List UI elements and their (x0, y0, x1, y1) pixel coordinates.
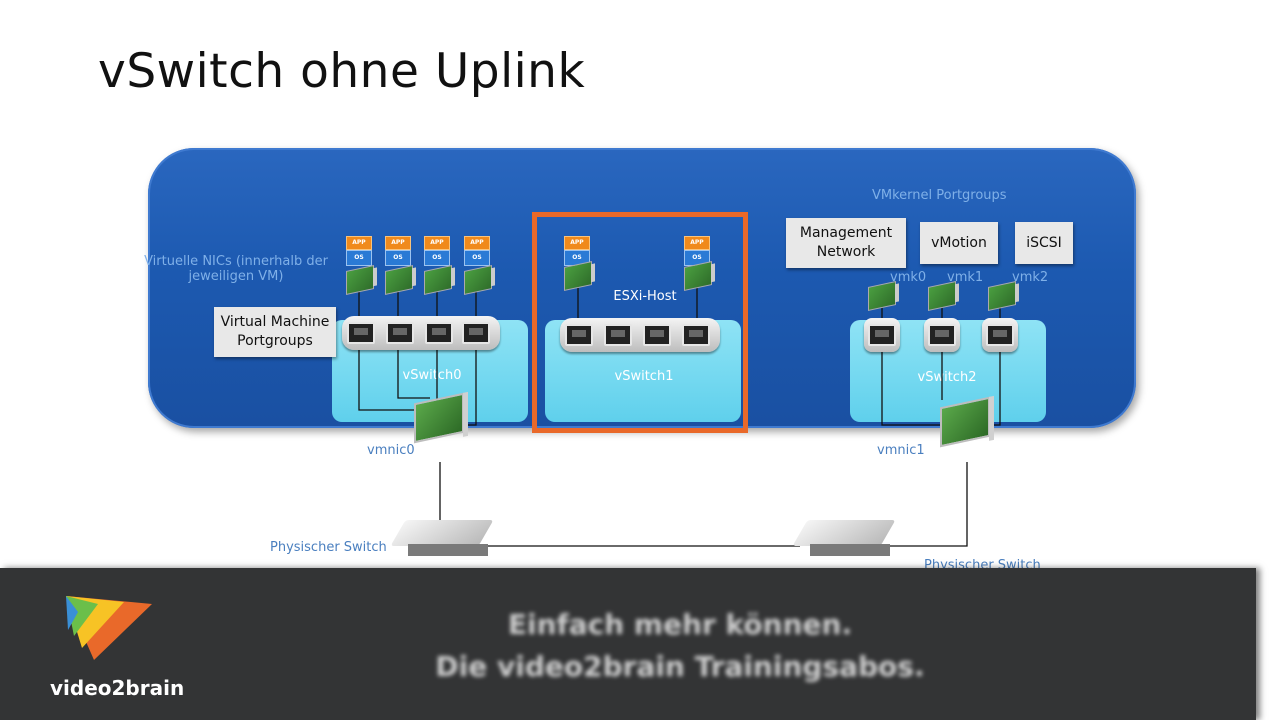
port-icon (928, 324, 956, 346)
vmk2-label: vmk2 (1012, 270, 1049, 285)
management-network-box: Management Network (786, 218, 906, 268)
vm-app-label: APP (346, 236, 372, 250)
virtual-nics-label-line1: Virtuelle NICs (innerhalb der (144, 254, 328, 269)
vswitch2-port-0 (864, 318, 900, 352)
virtual-nics-label: Virtuelle NICs (innerhalb der jeweiligen… (140, 254, 332, 284)
vswitch1-highlight (532, 212, 748, 433)
vm-os-label: OS (346, 250, 372, 266)
vmk0-label: vmk0 (890, 270, 927, 285)
port-icon (868, 324, 896, 346)
vswitch2-label: vSwitch2 (917, 370, 977, 385)
video2brain-brand: video2brain (50, 676, 185, 700)
video2brain-logo-icon (66, 596, 152, 660)
vmotion-box: vMotion (920, 222, 998, 264)
vm-os-label: OS (464, 250, 490, 266)
vmkernel-portgroups-label: VMkernel Portgroups (872, 188, 1007, 203)
vm-portgroups-box: Virtual Machine Portgroups (214, 307, 336, 357)
vm-app-label: APP (464, 236, 490, 250)
vm-app-label: APP (684, 236, 710, 250)
physical-switch-left-label: Physischer Switch (270, 540, 387, 555)
slide-title: vSwitch ohne Uplink (98, 44, 586, 99)
vm-portgroups-line1: Virtual Machine (220, 314, 330, 330)
vm-app-label: APP (424, 236, 450, 250)
iscsi-box: iSCSI (1015, 222, 1073, 264)
port-icon (462, 322, 490, 344)
port-icon (604, 324, 632, 346)
virtual-nics-label-line2: jeweiligen VM) (188, 269, 284, 284)
vmnic0-label: vmnic0 (367, 443, 415, 458)
vmnic1-label: vmnic1 (877, 443, 925, 458)
vm-app-label: APP (385, 236, 411, 250)
management-line1: Management (799, 225, 893, 241)
physical-switch-left-icon (390, 520, 494, 560)
banner-slogan-line2: Die video2brain Trainingsabos. (435, 650, 925, 683)
vswitch1-label: vSwitch1 (614, 369, 674, 384)
physical-switch-right-icon (792, 520, 896, 560)
port-icon (386, 322, 414, 344)
port-icon (986, 324, 1014, 346)
vswitch0-label: vSwitch0 (402, 368, 462, 383)
esxi-host-label: ESXi-Host (613, 289, 677, 304)
vm-app-label: APP (564, 236, 590, 250)
vswitch2-port-1 (924, 318, 960, 352)
vswitch1-ports (560, 318, 720, 352)
port-icon (643, 324, 671, 346)
vswitch2-port-2 (982, 318, 1018, 352)
port-icon (682, 324, 710, 346)
port-icon (565, 324, 593, 346)
port-icon (347, 322, 375, 344)
banner-slogan-line1: Einfach mehr können. (507, 608, 853, 641)
vm-portgroups-line2: Portgroups (237, 333, 313, 349)
management-line2: Network (816, 244, 876, 260)
vmk1-label: vmk1 (947, 270, 984, 285)
vswitch0-ports (342, 316, 500, 350)
vm-os-label: OS (424, 250, 450, 266)
video2brain-banner (0, 568, 1256, 720)
vm-os-label: OS (385, 250, 411, 266)
port-icon (425, 322, 453, 344)
